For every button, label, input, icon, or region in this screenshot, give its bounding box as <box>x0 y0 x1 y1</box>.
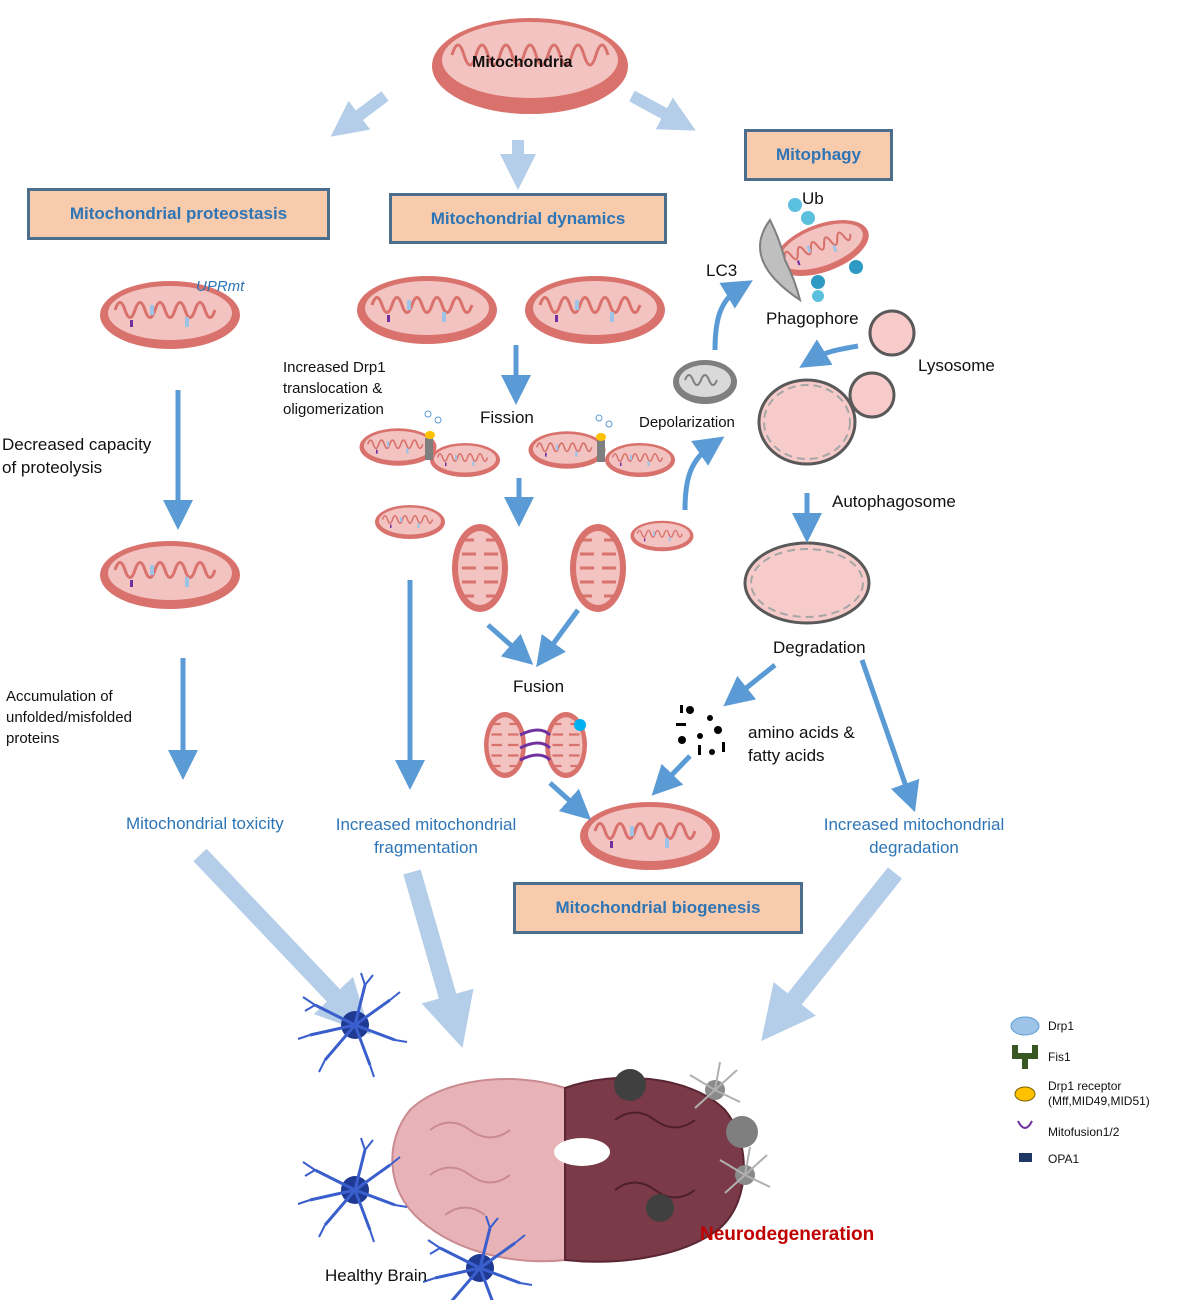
legend-item-drp1-receptor: Drp1 receptor (Mff,MID49,MID51) <box>1048 1079 1150 1108</box>
increased-degradation-label: Increased mitochondrial degradation <box>823 815 1005 857</box>
box-mitochondrial-biogenesis: Mitochondrial biogenesis <box>513 882 803 934</box>
dynamics-arrows <box>395 280 753 821</box>
legend-item-drp1: Drp1 <box>1048 1019 1075 1033</box>
phagophore-label: Phagophore <box>766 309 859 328</box>
legend-item-mitofusion: Mitofusion1/2 <box>1048 1125 1120 1139</box>
healthy-brain-label: Healthy Brain <box>325 1266 428 1285</box>
fusion-mitos <box>482 710 589 780</box>
legend-item-fis1: Fis1 <box>1048 1050 1071 1064</box>
increased-fragmentation-label: Increased mitochondrial fragmentation <box>335 815 517 857</box>
box-mitochondrial-dynamics: Mitochondrial dynamics <box>389 193 667 244</box>
healthy-neuron-1 <box>296 971 409 1079</box>
fis1-icon <box>1012 1045 1038 1069</box>
legend-icons <box>1010 1016 1040 1162</box>
fusion-label: Fusion <box>513 677 565 696</box>
mito-misfolded <box>98 539 242 611</box>
mito-dynamics-2 <box>523 274 667 346</box>
autophagosome-label: Autophagosome <box>832 492 956 511</box>
depolarization-label: Depolarization <box>639 414 735 431</box>
box-mitophagy: Mitophagy <box>744 129 893 181</box>
outcome-arrows-to-brain <box>193 848 903 1048</box>
mitofusion-icon <box>1017 1120 1033 1129</box>
degradation-label: Degradation <box>773 638 866 657</box>
plaques <box>614 1069 758 1222</box>
legend-item-opa1: OPA1 <box>1048 1152 1080 1166</box>
lc3-label: LC3 <box>706 261 738 280</box>
neurodegeneration-label: Neurodegeneration <box>700 1224 875 1245</box>
lysosome-and-autophagosome <box>743 309 916 625</box>
fission-label: Fission <box>480 408 534 427</box>
brain-illustration <box>391 1076 745 1263</box>
proteostasis-arrows <box>163 390 198 780</box>
decreased-proteolysis-label: Decreased capacity of proteolysis <box>2 435 152 477</box>
mito-fused-right <box>568 522 628 614</box>
mitophagy-target <box>759 198 878 303</box>
mito-biogenesis <box>578 800 722 872</box>
mito-fragment-small <box>374 504 446 540</box>
depolarized-mito <box>673 360 737 404</box>
mitochondria-top-illustration <box>432 18 628 114</box>
uprmt-label: UPRmt <box>196 278 245 295</box>
box-mitochondrial-proteostasis: Mitochondrial proteostasis <box>27 188 330 240</box>
mito-dynamics-1 <box>355 274 499 346</box>
mito-fragment-right <box>629 520 695 552</box>
mito-fused-left <box>450 522 510 614</box>
amino-fatty-acids-label: amino acids & fatty acids <box>748 723 855 765</box>
ub-label: Ub <box>802 189 824 208</box>
accumulation-label: Accumulation of unfolded/misfolded prote… <box>6 688 132 747</box>
drp1-icon <box>1010 1016 1040 1036</box>
healthy-neuron-2 <box>296 1136 409 1244</box>
mitophagy-arrows <box>651 339 920 813</box>
opa1-icon <box>1019 1153 1032 1162</box>
mitochondria-title: Mitochondria <box>472 54 573 71</box>
lysosome-label: Lysosome <box>918 356 995 375</box>
drp1-translocation-label: Increased Drp1 translocation & oligomeri… <box>283 359 386 418</box>
fission-mitos <box>358 410 676 478</box>
top-branch-arrows <box>330 90 696 190</box>
mitochondrial-toxicity-label: Mitochondrial toxicity <box>126 814 284 833</box>
amino-acid-particles <box>676 705 725 755</box>
drp1-receptor-icon <box>1014 1086 1036 1102</box>
